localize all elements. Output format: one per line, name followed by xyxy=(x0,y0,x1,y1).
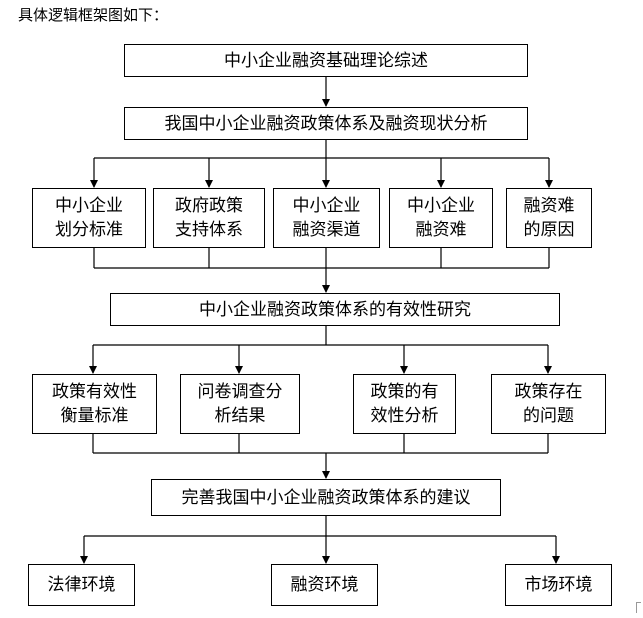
box-financing-difficulty-label: 中小企业 融资难 xyxy=(407,196,475,240)
box-financing-environment-label: 融资环境 xyxy=(290,575,359,595)
box-difficulty-causes-label: 融资难 的原因 xyxy=(523,196,575,240)
box-financing-channels-label: 中小企业 融资渠道 xyxy=(292,196,361,240)
box-survey-results-label: 问卷调查分 析结果 xyxy=(197,382,283,426)
box-difficulty-causes: 融资难 的原因 xyxy=(506,188,592,248)
box-market-environment-label: 市场环境 xyxy=(524,575,593,595)
box-policy-status: 我国中小企业融资政策体系及融资现状分析 xyxy=(124,107,528,140)
box-legal-environment: 法律环境 xyxy=(28,564,135,606)
box-financing-channels: 中小企业 融资渠道 xyxy=(273,188,380,248)
box-market-environment: 市场环境 xyxy=(505,564,612,606)
box-policy-problems: 政策存在 的问题 xyxy=(491,374,606,434)
box-financing-difficulty: 中小企业 融资难 xyxy=(389,188,493,248)
box-legal-environment-label: 法律环境 xyxy=(47,575,116,595)
box-sme-classification-label: 中小企业 划分标准 xyxy=(55,196,123,240)
box-suggestions: 完善我国中小企业融资政策体系的建议 xyxy=(151,479,501,516)
box-sme-classification: 中小企业 划分标准 xyxy=(32,188,146,248)
box-policy-problems-label: 政策存在 的问题 xyxy=(514,382,583,426)
box-theory-review-label: 中小企业融资基础理论综述 xyxy=(224,50,428,71)
box-effectiveness-standard: 政策有效性 衡量标准 xyxy=(32,374,157,434)
box-effectiveness-research-label: 中小企业融资政策体系的有效性研究 xyxy=(199,299,471,320)
box-survey-results: 问卷调查分 析结果 xyxy=(180,374,300,434)
box-policy-status-label: 我国中小企业融资政策体系及融资现状分析 xyxy=(164,113,488,134)
box-government-support-label: 政府政策 支持体系 xyxy=(175,196,243,240)
box-effectiveness-research: 中小企业融资政策体系的有效性研究 xyxy=(110,293,560,326)
box-suggestions-label: 完善我国中小企业融资政策体系的建议 xyxy=(181,487,471,508)
box-effectiveness-analysis: 政策的有 效性分析 xyxy=(353,374,456,434)
box-effectiveness-standard-label: 政策有效性 衡量标准 xyxy=(52,382,137,426)
box-government-support: 政府政策 支持体系 xyxy=(153,188,265,248)
intro-text: 具体逻辑框架图如下： xyxy=(18,6,169,24)
corner-mark xyxy=(636,602,641,613)
box-effectiveness-analysis-label: 政策的有 效性分析 xyxy=(370,382,439,426)
box-financing-environment: 融资环境 xyxy=(271,564,378,606)
box-theory-review: 中小企业融资基础理论综述 xyxy=(124,44,528,77)
